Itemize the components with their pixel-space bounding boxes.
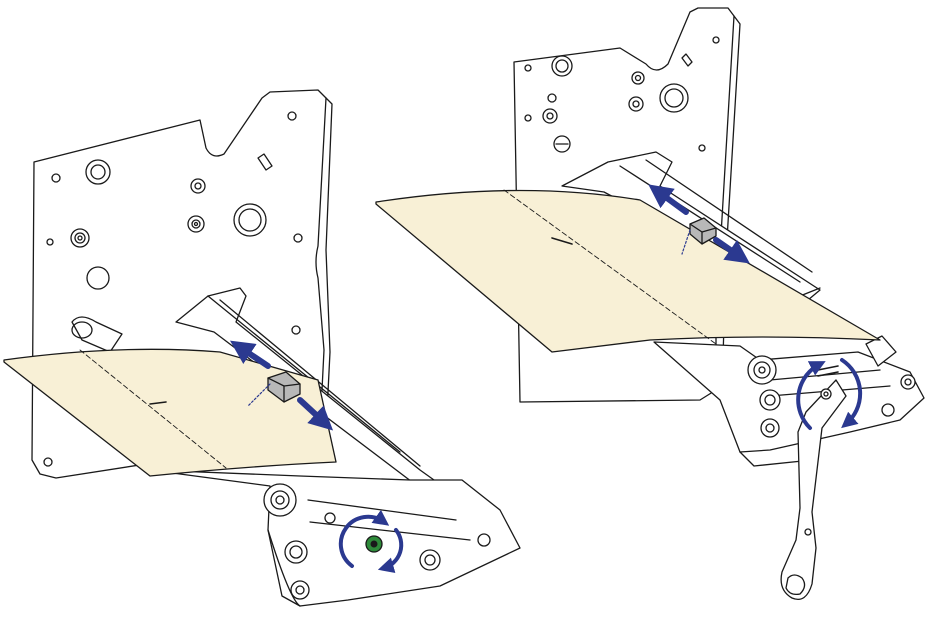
knob-icon	[366, 536, 382, 552]
left-lower-frame	[150, 470, 520, 606]
left-mechanism	[4, 90, 520, 606]
right-media-sheet	[376, 190, 880, 352]
left-plate-edge	[326, 98, 332, 432]
